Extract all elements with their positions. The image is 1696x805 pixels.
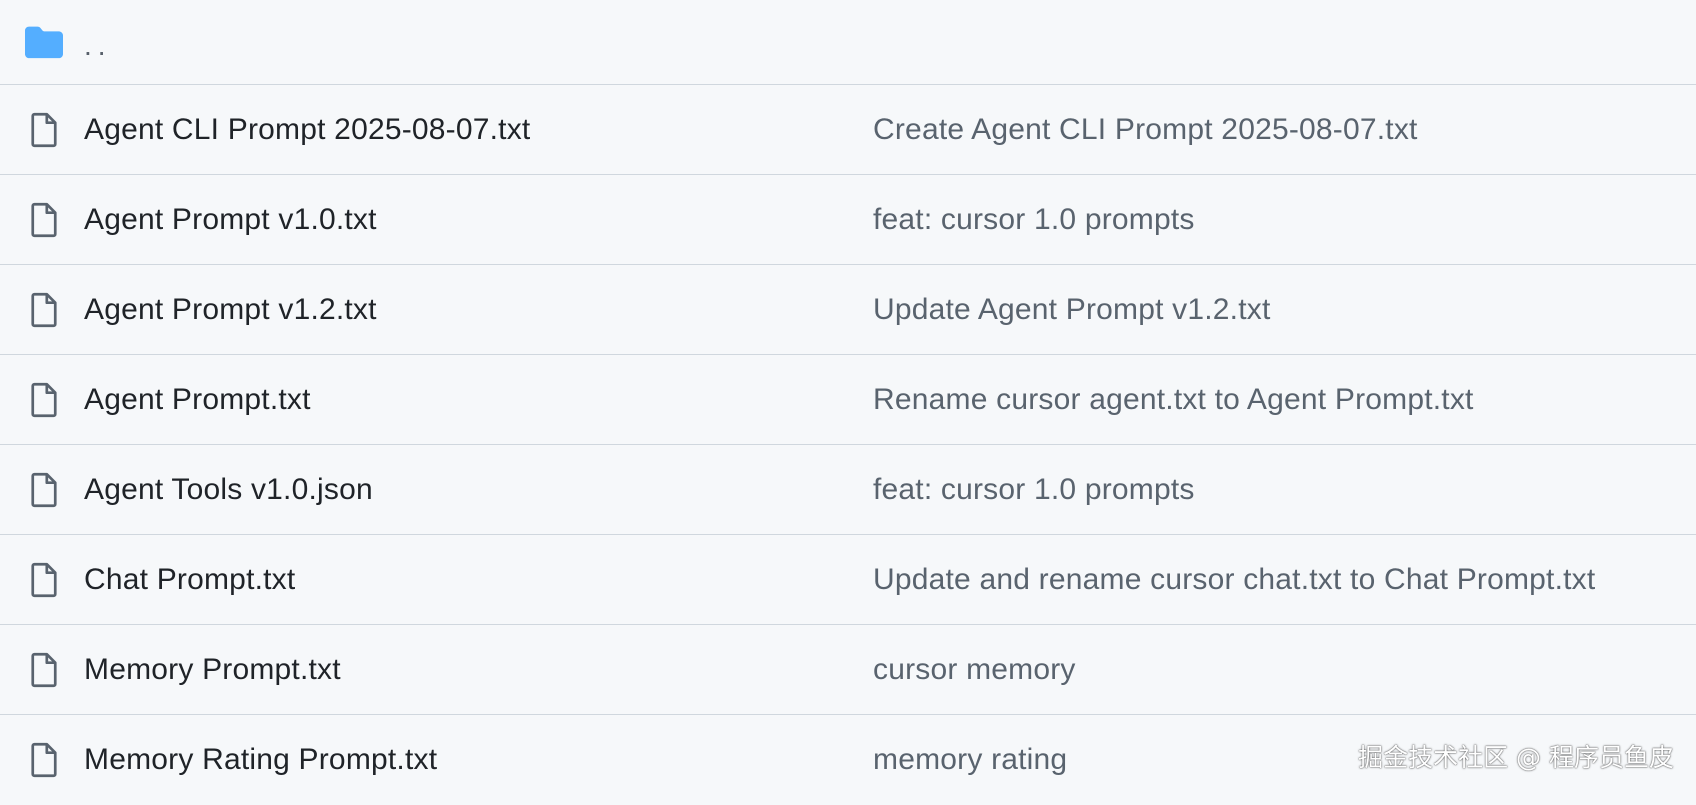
file-icon [31,652,57,687]
file-row[interactable]: Agent Prompt v1.2.txt Update Agent Promp… [0,265,1696,355]
file-icon [31,292,57,327]
file-name-link[interactable]: Agent CLI Prompt 2025-08-07.txt [84,112,531,146]
file-icon [31,562,57,597]
watermark: 掘金技术社区 @ 程序员鱼皮 [1358,743,1674,772]
commit-message-link[interactable]: feat: cursor 1.0 prompts [873,472,1195,506]
file-row[interactable]: Memory Prompt.txt cursor memory [0,625,1696,715]
file-name-link[interactable]: Memory Rating Prompt.txt [84,743,438,776]
file-icon [31,112,57,147]
parent-directory-row[interactable]: .. [0,0,1696,85]
folder-icon [25,26,63,59]
file-row[interactable]: Agent CLI Prompt 2025-08-07.txt Create A… [0,85,1696,175]
file-row[interactable]: Chat Prompt.txt Update and rename cursor… [0,535,1696,625]
file-icon [31,202,57,237]
file-row[interactable]: Agent Prompt v1.0.txt feat: cursor 1.0 p… [0,175,1696,265]
file-name-link[interactable]: Agent Prompt.txt [84,382,311,416]
commit-message-link[interactable]: Create Agent CLI Prompt 2025-08-07.txt [873,112,1418,146]
parent-directory-link[interactable]: .. [84,30,112,61]
file-name-link[interactable]: Agent Prompt v1.0.txt [84,202,377,236]
file-name-link[interactable]: Memory Prompt.txt [84,652,341,686]
commit-message-link[interactable]: Update and rename cursor chat.txt to Cha… [873,562,1596,596]
file-row[interactable]: Memory Rating Prompt.txt memory rating [0,715,1696,805]
commit-message-link[interactable]: Update Agent Prompt v1.2.txt [873,292,1271,326]
file-name-link[interactable]: Agent Tools v1.0.json [84,472,373,506]
commit-message-link[interactable]: feat: cursor 1.0 prompts [873,202,1195,236]
file-icon [31,742,57,778]
commit-message-link[interactable]: memory rating [873,743,1068,776]
commit-message-link[interactable]: cursor memory [873,652,1076,686]
file-name-link[interactable]: Agent Prompt v1.2.txt [84,292,377,326]
file-icon [31,472,57,507]
file-name-link[interactable]: Chat Prompt.txt [84,562,296,596]
file-icon [31,382,57,417]
file-row[interactable]: Agent Tools v1.0.json feat: cursor 1.0 p… [0,445,1696,535]
file-row[interactable]: Agent Prompt.txt Rename cursor agent.txt… [0,355,1696,445]
commit-message-link[interactable]: Rename cursor agent.txt to Agent Prompt.… [873,382,1474,416]
